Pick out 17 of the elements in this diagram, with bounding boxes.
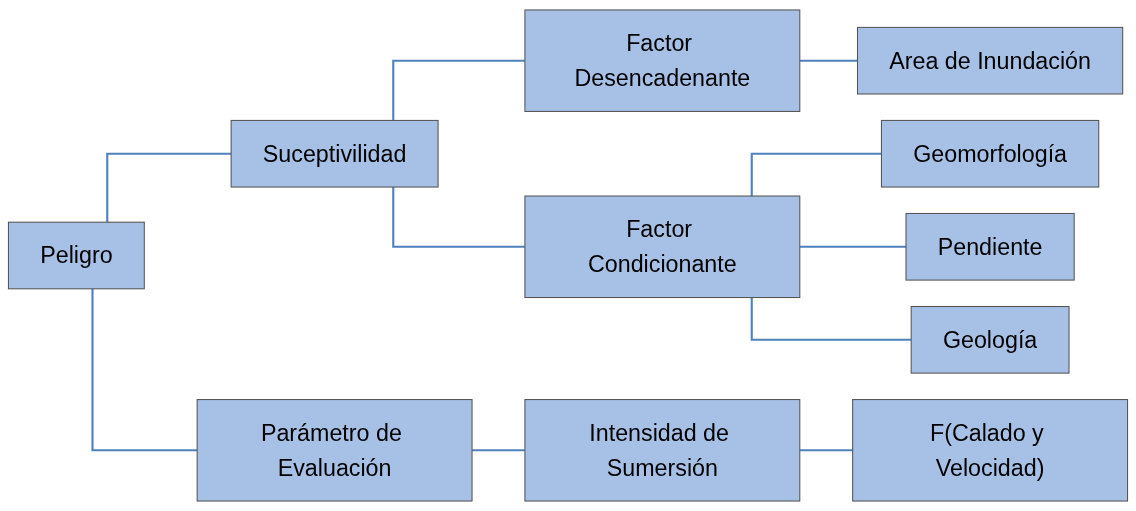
node-box: Factor Desencadenante — [524, 9, 801, 112]
node-box: Suceptivilidad — [230, 119, 439, 188]
connector — [91, 288, 198, 452]
node-box: Area de Inundación — [857, 26, 1124, 95]
node-box: F(Calado y Velocidad) — [852, 399, 1129, 502]
node-box: Peligro — [7, 221, 145, 290]
node-box: Intensidad de Sumersión — [524, 399, 801, 502]
node-box: Parámetro de Evaluación — [196, 399, 473, 502]
connector — [750, 152, 882, 197]
connector — [750, 297, 912, 341]
node-box: Geología — [910, 306, 1070, 374]
connector — [392, 59, 525, 121]
connector — [106, 152, 232, 223]
node-box: Factor Condicionante — [524, 195, 801, 299]
node-box: Geomorfología — [880, 119, 1100, 188]
node-box: Pendiente — [905, 212, 1075, 281]
connector — [392, 187, 525, 248]
